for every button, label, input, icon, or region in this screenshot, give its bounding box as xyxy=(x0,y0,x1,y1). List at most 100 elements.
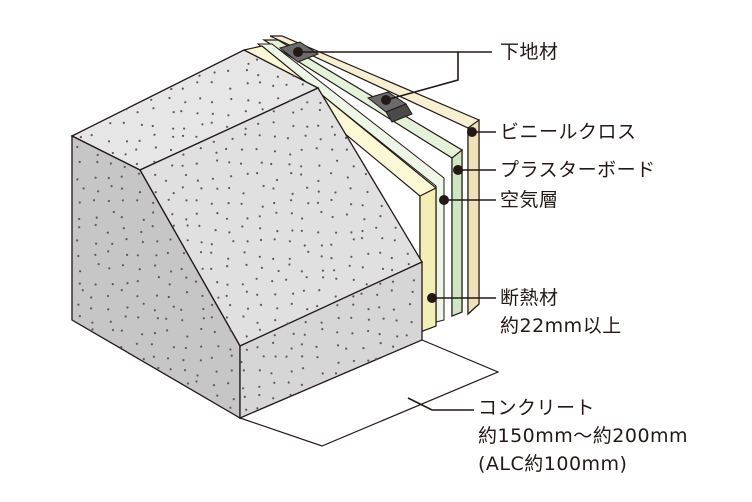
concrete-speckle xyxy=(365,283,368,286)
concrete-speckle xyxy=(122,227,125,230)
concrete-speckle xyxy=(306,125,309,128)
concrete-speckle xyxy=(210,356,213,359)
concrete-speckle xyxy=(303,244,306,247)
concrete-speckle xyxy=(156,240,159,243)
concrete-speckle xyxy=(258,215,261,218)
concrete-speckle xyxy=(181,186,184,189)
concrete-speckle xyxy=(315,345,318,348)
concrete-speckle xyxy=(367,329,370,333)
concrete-speckle xyxy=(350,316,353,319)
concrete-speckle xyxy=(334,191,337,194)
concrete-speckle xyxy=(120,329,123,332)
concrete-speckle xyxy=(258,101,261,104)
concrete-speckle xyxy=(199,147,202,150)
concrete-speckle xyxy=(172,135,175,138)
concrete-speckle xyxy=(292,74,295,77)
concrete-speckle xyxy=(392,345,395,348)
concrete-speckle xyxy=(292,124,295,128)
concrete-speckle xyxy=(321,269,325,272)
concrete-speckle xyxy=(125,140,129,143)
concrete-speckle xyxy=(167,295,170,299)
concrete-speckle xyxy=(306,308,309,311)
concrete-speckle xyxy=(240,148,244,151)
concrete-speckle xyxy=(316,305,319,308)
concrete-speckle xyxy=(348,264,351,267)
concrete-speckle xyxy=(229,329,232,332)
concrete-speckle xyxy=(210,267,213,270)
concrete-speckle xyxy=(300,383,303,386)
concrete-speckle xyxy=(407,263,410,266)
concrete-speckle xyxy=(259,238,263,242)
concrete-speckle xyxy=(331,148,334,151)
concrete-speckle xyxy=(181,87,184,90)
concrete-speckle xyxy=(78,160,81,164)
concrete-speckle xyxy=(242,315,245,318)
concrete-speckle xyxy=(229,304,232,307)
concrete-speckle xyxy=(195,212,198,215)
concrete-speckle xyxy=(321,328,324,331)
concrete-speckle xyxy=(290,370,293,373)
concrete-speckle xyxy=(274,293,277,296)
concrete-speckle xyxy=(394,226,397,229)
concrete-speckle xyxy=(172,111,175,114)
concrete-speckle xyxy=(232,240,235,243)
concrete-speckle xyxy=(154,191,157,194)
concrete-speckle xyxy=(196,81,199,84)
concrete-speckle xyxy=(300,173,303,176)
concrete-speckle xyxy=(77,254,80,258)
concrete-speckle xyxy=(141,333,144,336)
concrete-speckle xyxy=(334,295,337,298)
concrete-speckle xyxy=(288,163,291,166)
concrete-speckle xyxy=(350,255,353,258)
concrete-speckle xyxy=(215,370,218,373)
concrete-speckle xyxy=(345,347,348,350)
concrete-speckle xyxy=(285,83,288,86)
concrete-speckle xyxy=(138,191,142,194)
label-insulation-title: 断熱材 xyxy=(500,287,559,309)
concrete-speckle xyxy=(120,346,123,349)
concrete-speckle xyxy=(286,322,289,325)
concrete-speckle xyxy=(259,227,262,230)
concrete-speckle xyxy=(120,175,123,178)
concrete-speckle xyxy=(273,238,276,241)
concrete-speckle xyxy=(412,279,415,282)
concrete-speckle xyxy=(153,332,157,335)
concrete-speckle xyxy=(171,213,174,216)
concrete-speckle xyxy=(378,306,381,309)
concrete-speckle xyxy=(330,172,333,175)
concrete-speckle xyxy=(153,133,156,136)
concrete-speckle xyxy=(344,136,348,139)
concrete-speckle xyxy=(195,135,198,138)
concrete-speckle xyxy=(181,319,184,322)
concrete-speckle xyxy=(272,84,275,87)
concrete-speckle xyxy=(155,294,159,297)
concrete-speckle xyxy=(290,212,293,215)
concrete-speckle xyxy=(169,148,173,152)
concrete-speckle xyxy=(300,165,303,168)
concrete-speckle xyxy=(108,267,111,270)
concrete-speckle xyxy=(337,316,340,320)
concrete-speckle xyxy=(290,172,293,175)
concrete-speckle xyxy=(242,192,245,195)
concrete-speckle xyxy=(125,108,128,111)
concrete-speckle xyxy=(181,134,185,137)
concrete-speckle xyxy=(169,368,172,371)
concrete-speckle xyxy=(135,162,138,166)
concrete-speckle xyxy=(406,252,409,255)
concrete-speckle xyxy=(180,308,183,311)
concrete-speckle xyxy=(229,348,232,351)
concrete-speckle xyxy=(186,382,190,385)
concrete-speckle xyxy=(172,192,175,195)
concrete-speckle xyxy=(360,292,363,295)
concrete-speckle xyxy=(154,173,157,176)
concrete-speckle xyxy=(318,108,321,112)
concrete-speckle xyxy=(411,290,414,293)
concrete-speckle xyxy=(198,224,201,227)
concrete-speckle xyxy=(78,217,81,221)
concrete-speckle xyxy=(287,381,290,384)
concrete-speckle xyxy=(121,199,124,202)
concrete-speckle xyxy=(184,101,187,104)
concrete-speckle xyxy=(106,231,109,234)
concrete-speckle xyxy=(303,333,306,336)
concrete-speckle xyxy=(242,387,245,390)
